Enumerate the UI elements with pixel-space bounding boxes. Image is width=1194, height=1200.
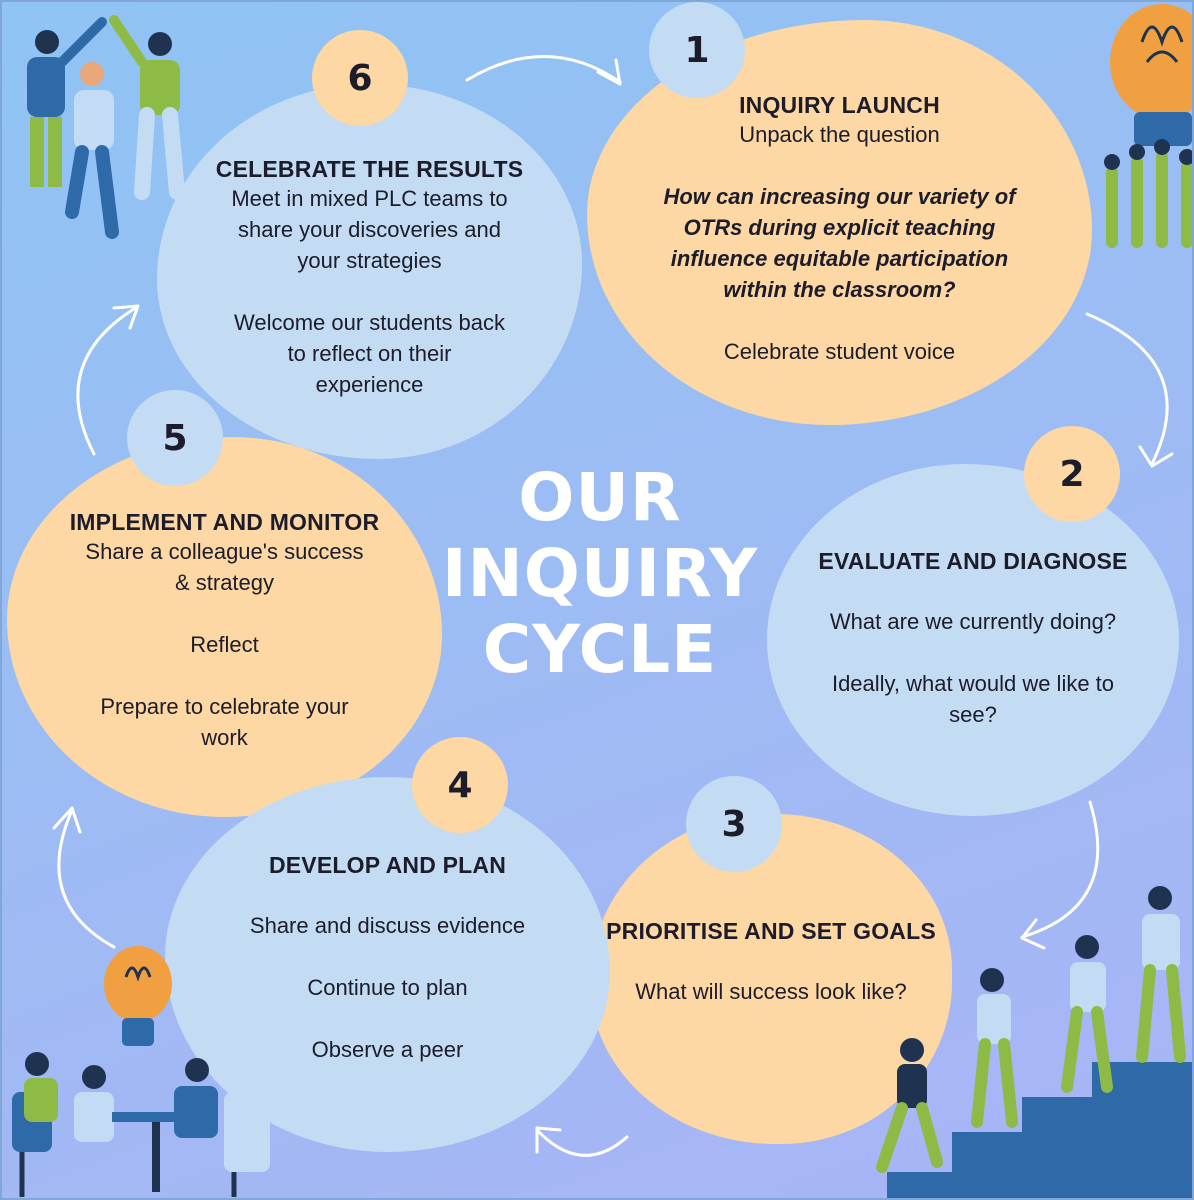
step-5-bubble: IMPLEMENT AND MONITOR Share a colleague'… [7, 437, 442, 817]
step-1-line: Unpack the question [739, 122, 940, 147]
arrow-4-to-5 [52, 806, 116, 949]
step-4-heading: DEVELOP AND PLAN [268, 852, 507, 878]
arrow-5-to-6 [76, 304, 140, 456]
step-4-number-badge: 4 [412, 737, 508, 833]
arrow-3-to-4 [535, 1126, 629, 1157]
step-5-number-badge: 5 [127, 390, 223, 486]
step-6-line: Meet in mixed PLC teams to [231, 186, 508, 211]
step-1-question-line: within the classroom? [723, 277, 956, 302]
step-3-bubble: PRIORITISE AND SET GOALS What will succe… [590, 814, 952, 1144]
step-5-line: Prepare to celebrate your [100, 694, 349, 719]
cycle-title: OUR INQUIRY CYCLE [442, 460, 758, 688]
step-1-number-badge: 1 [649, 2, 745, 98]
lightbulb-team-icon [1104, 4, 1192, 248]
celebrating-people-illustration [27, 15, 185, 239]
step-1-line: Celebrate student voice [723, 339, 956, 364]
team-meeting-illustration [12, 1052, 270, 1197]
step-5-line: & strategy [174, 570, 275, 595]
step-4-line: Observe a peer [311, 1037, 464, 1062]
step-2-number-badge: 2 [1024, 426, 1120, 522]
step-2-line: Ideally, what would we like to [831, 671, 1115, 696]
step-5-line: Share a colleague's success [85, 539, 364, 564]
step-2-line: see? [949, 702, 997, 727]
step-2-line: What are we currently doing? [829, 609, 1117, 634]
step-4-line: Share and discuss evidence [249, 913, 526, 938]
step-5-line: work [201, 725, 248, 750]
step-6-line: share your discoveries and [238, 217, 501, 242]
step-6-heading: CELEBRATE THE RESULTS [215, 156, 524, 182]
cycle-title-line: INQUIRY [442, 535, 759, 612]
cycle-title-line: OUR [518, 459, 682, 536]
arrow-2-to-3 [1020, 800, 1100, 950]
step-6-bubble: CELEBRATE THE RESULTS Meet in mixed PLC … [157, 84, 582, 459]
lightbulb-icon [104, 946, 172, 1046]
step-1-heading: INQUIRY LAUNCH [739, 92, 940, 118]
step-2-bubble: EVALUATE AND DIAGNOSE What are we curren… [767, 464, 1179, 816]
step-6-line: experience [315, 372, 424, 397]
step-1-question-line: How can increasing our variety of [663, 184, 1016, 209]
step-4-bubble: DEVELOP AND PLAN Share and discuss evide… [165, 777, 610, 1152]
step-4-line: Continue to plan [307, 975, 468, 1000]
step-6-line: your strategies [297, 248, 442, 273]
step-3-heading: PRIORITISE AND SET GOALS [606, 918, 936, 944]
cycle-title-line: CYCLE [482, 611, 718, 688]
step-1-question-line: OTRs during explicit teaching [683, 215, 996, 240]
stairs-team-illustration [876, 886, 1192, 1198]
step-2-heading: EVALUATE AND DIAGNOSE [818, 548, 1128, 574]
arrow-6-to-1 [465, 55, 622, 86]
step-1-question-line: influence equitable participation [670, 246, 1009, 271]
step-6-line: to reflect on their [287, 341, 452, 366]
step-5-line: Reflect [190, 632, 259, 657]
step-3-line: What will success look like? [635, 979, 907, 1004]
step-6-number-badge: 6 [312, 30, 408, 126]
step-3-number-badge: 3 [686, 776, 782, 872]
step-5-heading: IMPLEMENT AND MONITOR [69, 509, 380, 535]
step-6-line: Welcome our students back [233, 310, 506, 335]
arrow-1-to-2 [1085, 312, 1174, 468]
